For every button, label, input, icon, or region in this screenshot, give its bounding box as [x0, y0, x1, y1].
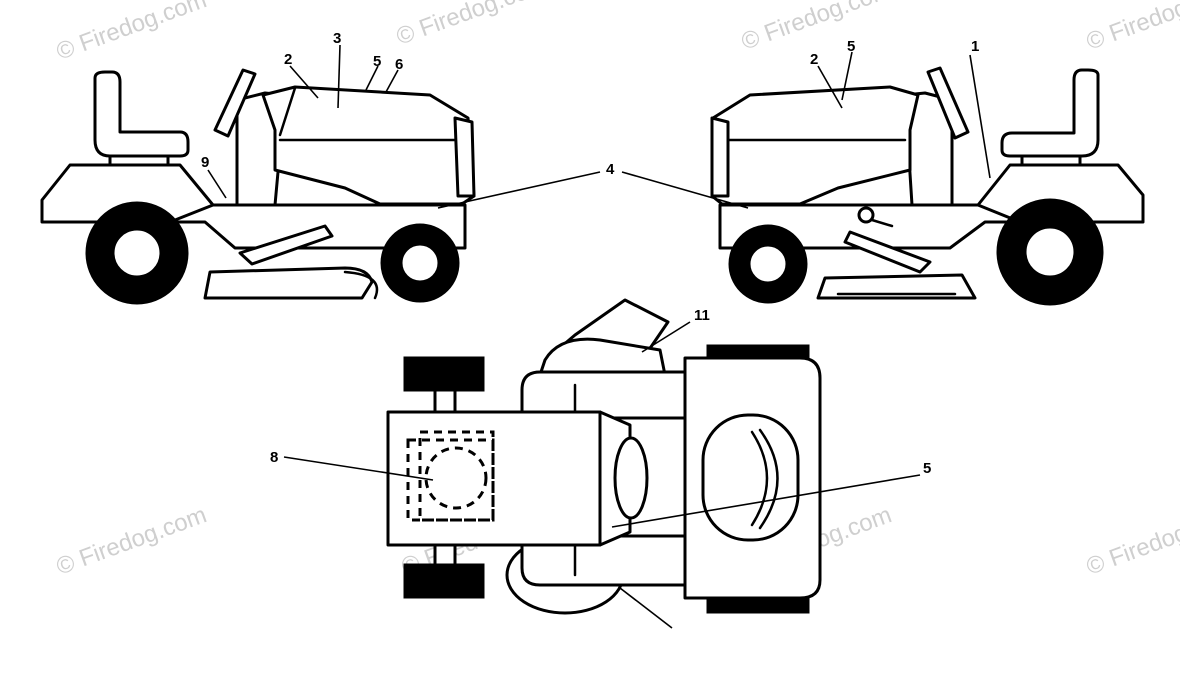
- steering-wheel: [926, 66, 970, 140]
- decal-area-circle: [424, 446, 488, 510]
- mower-deck: [203, 266, 374, 300]
- callout-1: 1: [971, 38, 979, 55]
- seat: [1000, 68, 1100, 158]
- decal-area-outline: [406, 438, 495, 522]
- callout-5-top: 5: [923, 460, 931, 477]
- rear-rim: [1023, 225, 1077, 279]
- callout-2-right: 2: [810, 51, 818, 68]
- hood: [261, 85, 476, 206]
- mower-deck: [816, 273, 977, 300]
- watermark: © Firedog.com: [738, 0, 895, 56]
- hood-edge: [278, 86, 297, 137]
- callout-5-left: 5: [373, 53, 381, 70]
- callout-2-left: 2: [284, 51, 292, 68]
- watermark: © Firedog.com: [1083, 0, 1180, 56]
- callout-6: 6: [395, 56, 403, 73]
- discharge-chute: [343, 270, 379, 300]
- rear-rim: [111, 227, 163, 279]
- front-rim: [747, 243, 789, 285]
- callouts: 1 2 2 3 4 5 5 5 6 8 9 11: [201, 30, 979, 477]
- callout-5-right: 5: [847, 38, 855, 55]
- seat: [93, 70, 190, 158]
- right-side-view: [710, 66, 1145, 306]
- left-side-view: [40, 68, 476, 305]
- steering-wheel-top: [613, 436, 649, 520]
- watermark: © Firedog.com: [1083, 501, 1180, 580]
- callout-11: 11: [694, 307, 710, 324]
- lift-lever-knob: [857, 206, 875, 224]
- front-rim: [399, 242, 441, 284]
- deck-lift-arm: [843, 230, 932, 274]
- callout-3: 3: [333, 30, 341, 47]
- decal-area-inner: [418, 430, 495, 522]
- watermark: © Firedog.com: [53, 0, 210, 66]
- top-view: [386, 298, 822, 615]
- deck-lift-arm: [238, 224, 334, 266]
- grille: [453, 116, 476, 198]
- steering-wheel: [213, 68, 257, 138]
- hood: [710, 85, 920, 206]
- grille: [710, 116, 730, 198]
- callout-4: 4: [606, 161, 615, 178]
- leader-lines: [207, 44, 991, 629]
- watermark: © Firedog.com: [393, 0, 550, 51]
- front-tire-bottom: [706, 596, 810, 614]
- watermark: © Firedog.com: [53, 501, 210, 580]
- rear-tire-bottom: [403, 563, 485, 599]
- hood-curve-inner: [758, 428, 779, 530]
- callout-8: 8: [270, 449, 278, 466]
- rear-axle-top: [433, 388, 457, 414]
- callout-9: 9: [201, 154, 209, 171]
- hood-curve: [750, 430, 769, 527]
- lift-lever: [870, 218, 894, 228]
- rear-axle-bottom: [433, 543, 457, 567]
- mower-deck: [538, 337, 667, 377]
- rear-tire-top: [403, 356, 485, 392]
- hood-opening: [701, 413, 800, 542]
